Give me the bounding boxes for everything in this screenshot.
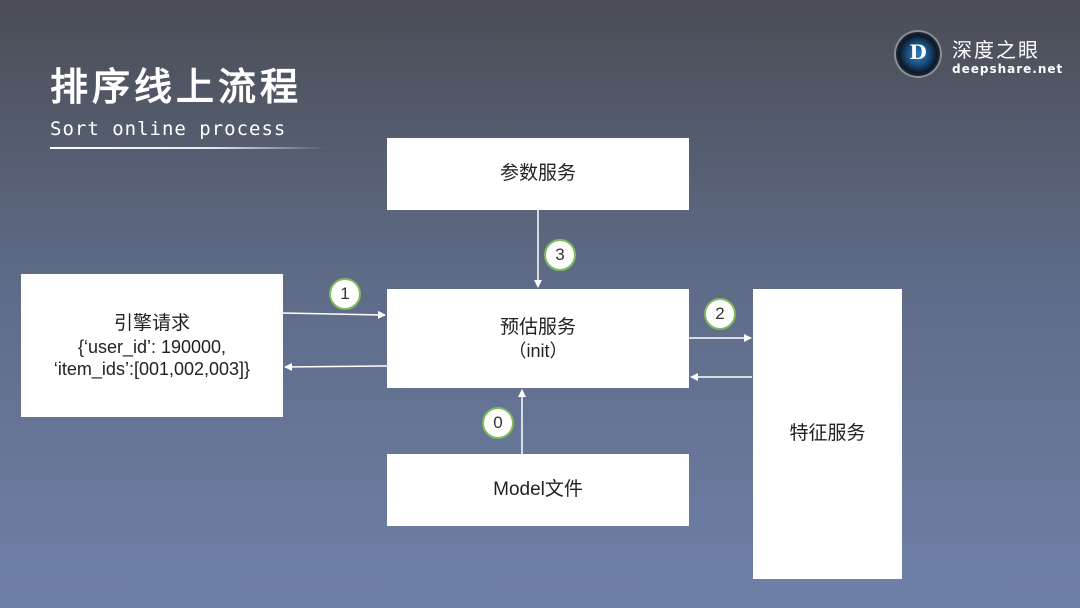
engine-request-label: 引擎请求 xyxy=(113,312,190,334)
param-service-box: 参数服务 xyxy=(387,138,689,210)
model-file-label: Model文件 xyxy=(493,479,583,500)
engine-request-line2: ‘item_ids’:[001,002,003]} xyxy=(53,358,251,379)
arrow-request-to-predict xyxy=(282,310,386,319)
engine-request-line1: {‘user_id’: 190000, xyxy=(77,336,227,357)
page-subtitle: Sort online process xyxy=(50,118,287,140)
logo-name: 深度之眼 xyxy=(952,38,1040,62)
param-service-label: 参数服务 xyxy=(499,163,576,184)
arrow-predict-to-request xyxy=(284,362,388,371)
step-badge-1: 1 xyxy=(329,278,361,310)
model-file-box: Model文件 xyxy=(387,454,689,526)
logo-url: deepshare.net xyxy=(952,62,1064,76)
predict-service-sub: （init） xyxy=(508,340,568,361)
page-title: 排序线上流程 xyxy=(50,65,303,109)
feature-service-box: 特征服务 xyxy=(753,289,902,579)
engine-request-box: 引擎请求 {‘user_id’: 190000, ‘item_ids’:[001… xyxy=(21,274,283,417)
brand-logo: D 深度之眼 deepshare.net xyxy=(896,32,1062,82)
predict-service-label: 预估服务 xyxy=(499,316,576,338)
logo-eye-icon xyxy=(896,32,940,76)
predict-service-box: 预估服务 （init） xyxy=(387,289,689,388)
step-badge-2: 2 xyxy=(704,298,736,330)
step-badge-3: 3 xyxy=(544,239,576,271)
logo-letter: D xyxy=(909,40,927,64)
step-badge-0: 0 xyxy=(482,407,514,439)
feature-service-label: 特征服务 xyxy=(789,423,866,444)
title-underline xyxy=(50,147,325,149)
